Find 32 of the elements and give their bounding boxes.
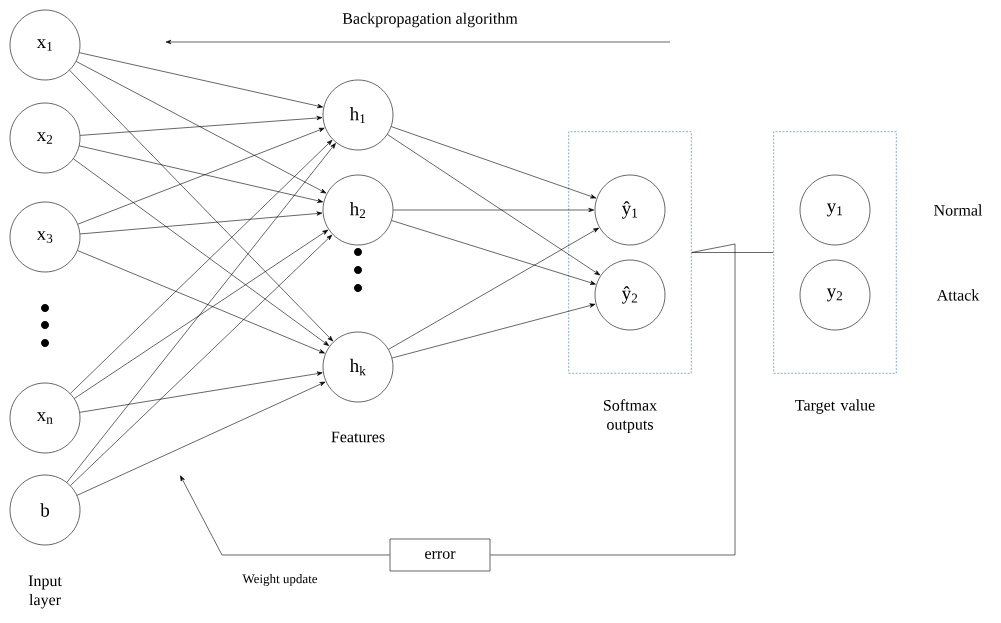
arrow [69,70,334,342]
text-label: Normal [934,204,983,216]
arrow [74,229,329,399]
node-label: Softmax outputs [603,399,657,433]
arrow [70,234,333,486]
arrow [77,250,325,354]
arrow [79,371,323,413]
text-label: Attack [936,289,980,301]
arrow [393,207,595,213]
text-label: Features [331,431,385,443]
arrow [76,381,326,496]
arrow [79,115,323,136]
arrow [66,143,336,483]
edge-label: Weight update [242,574,318,586]
node-label: Target value [795,399,875,414]
arrow [77,127,325,225]
arrow [387,134,601,276]
arrow [391,220,596,285]
arrow [70,139,333,394]
text-label: Input layer [28,575,62,609]
arrow [391,303,596,359]
arrow [73,158,330,346]
arrow [391,126,597,199]
arrow [388,227,599,350]
connector-line [490,243,736,556]
arrow [75,61,327,194]
arrow [79,145,324,203]
arrow [79,52,323,109]
text-label: Backpropagation algorithm [342,12,518,28]
arrow [180,475,390,556]
error-box: error [389,538,491,572]
arrow [79,211,323,235]
